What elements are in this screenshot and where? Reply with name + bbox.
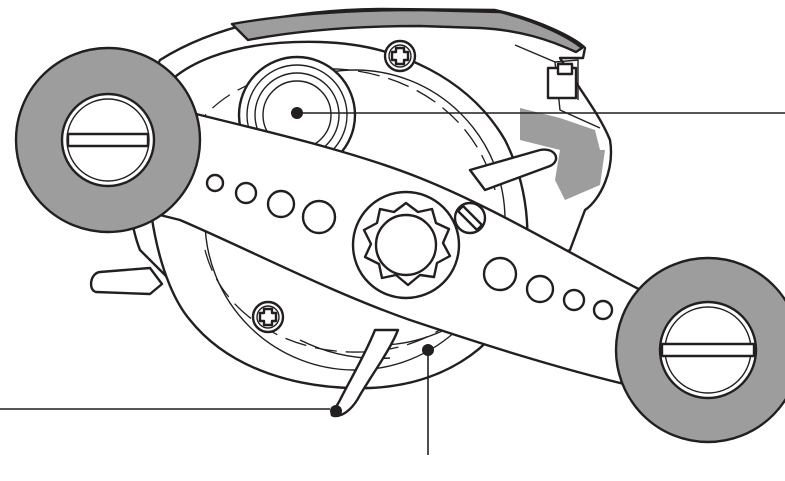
- handle-knob-left: [14, 46, 202, 234]
- reel-foot: [89, 266, 164, 296]
- callout-spool-tension-knob: [291, 107, 785, 119]
- drag-lever: [468, 148, 558, 192]
- top-strip: [230, 8, 584, 54]
- thumb-bar: [330, 328, 400, 418]
- screw-icon: [251, 300, 285, 334]
- handle-knob-right: [614, 256, 785, 444]
- handle-nut: [351, 190, 461, 300]
- side-panel-lower: [555, 150, 605, 200]
- side-panel-upper: [520, 108, 600, 150]
- callout-spool: [422, 344, 434, 455]
- screw-icon: [383, 39, 417, 73]
- slotted-screw-icon: [453, 201, 487, 235]
